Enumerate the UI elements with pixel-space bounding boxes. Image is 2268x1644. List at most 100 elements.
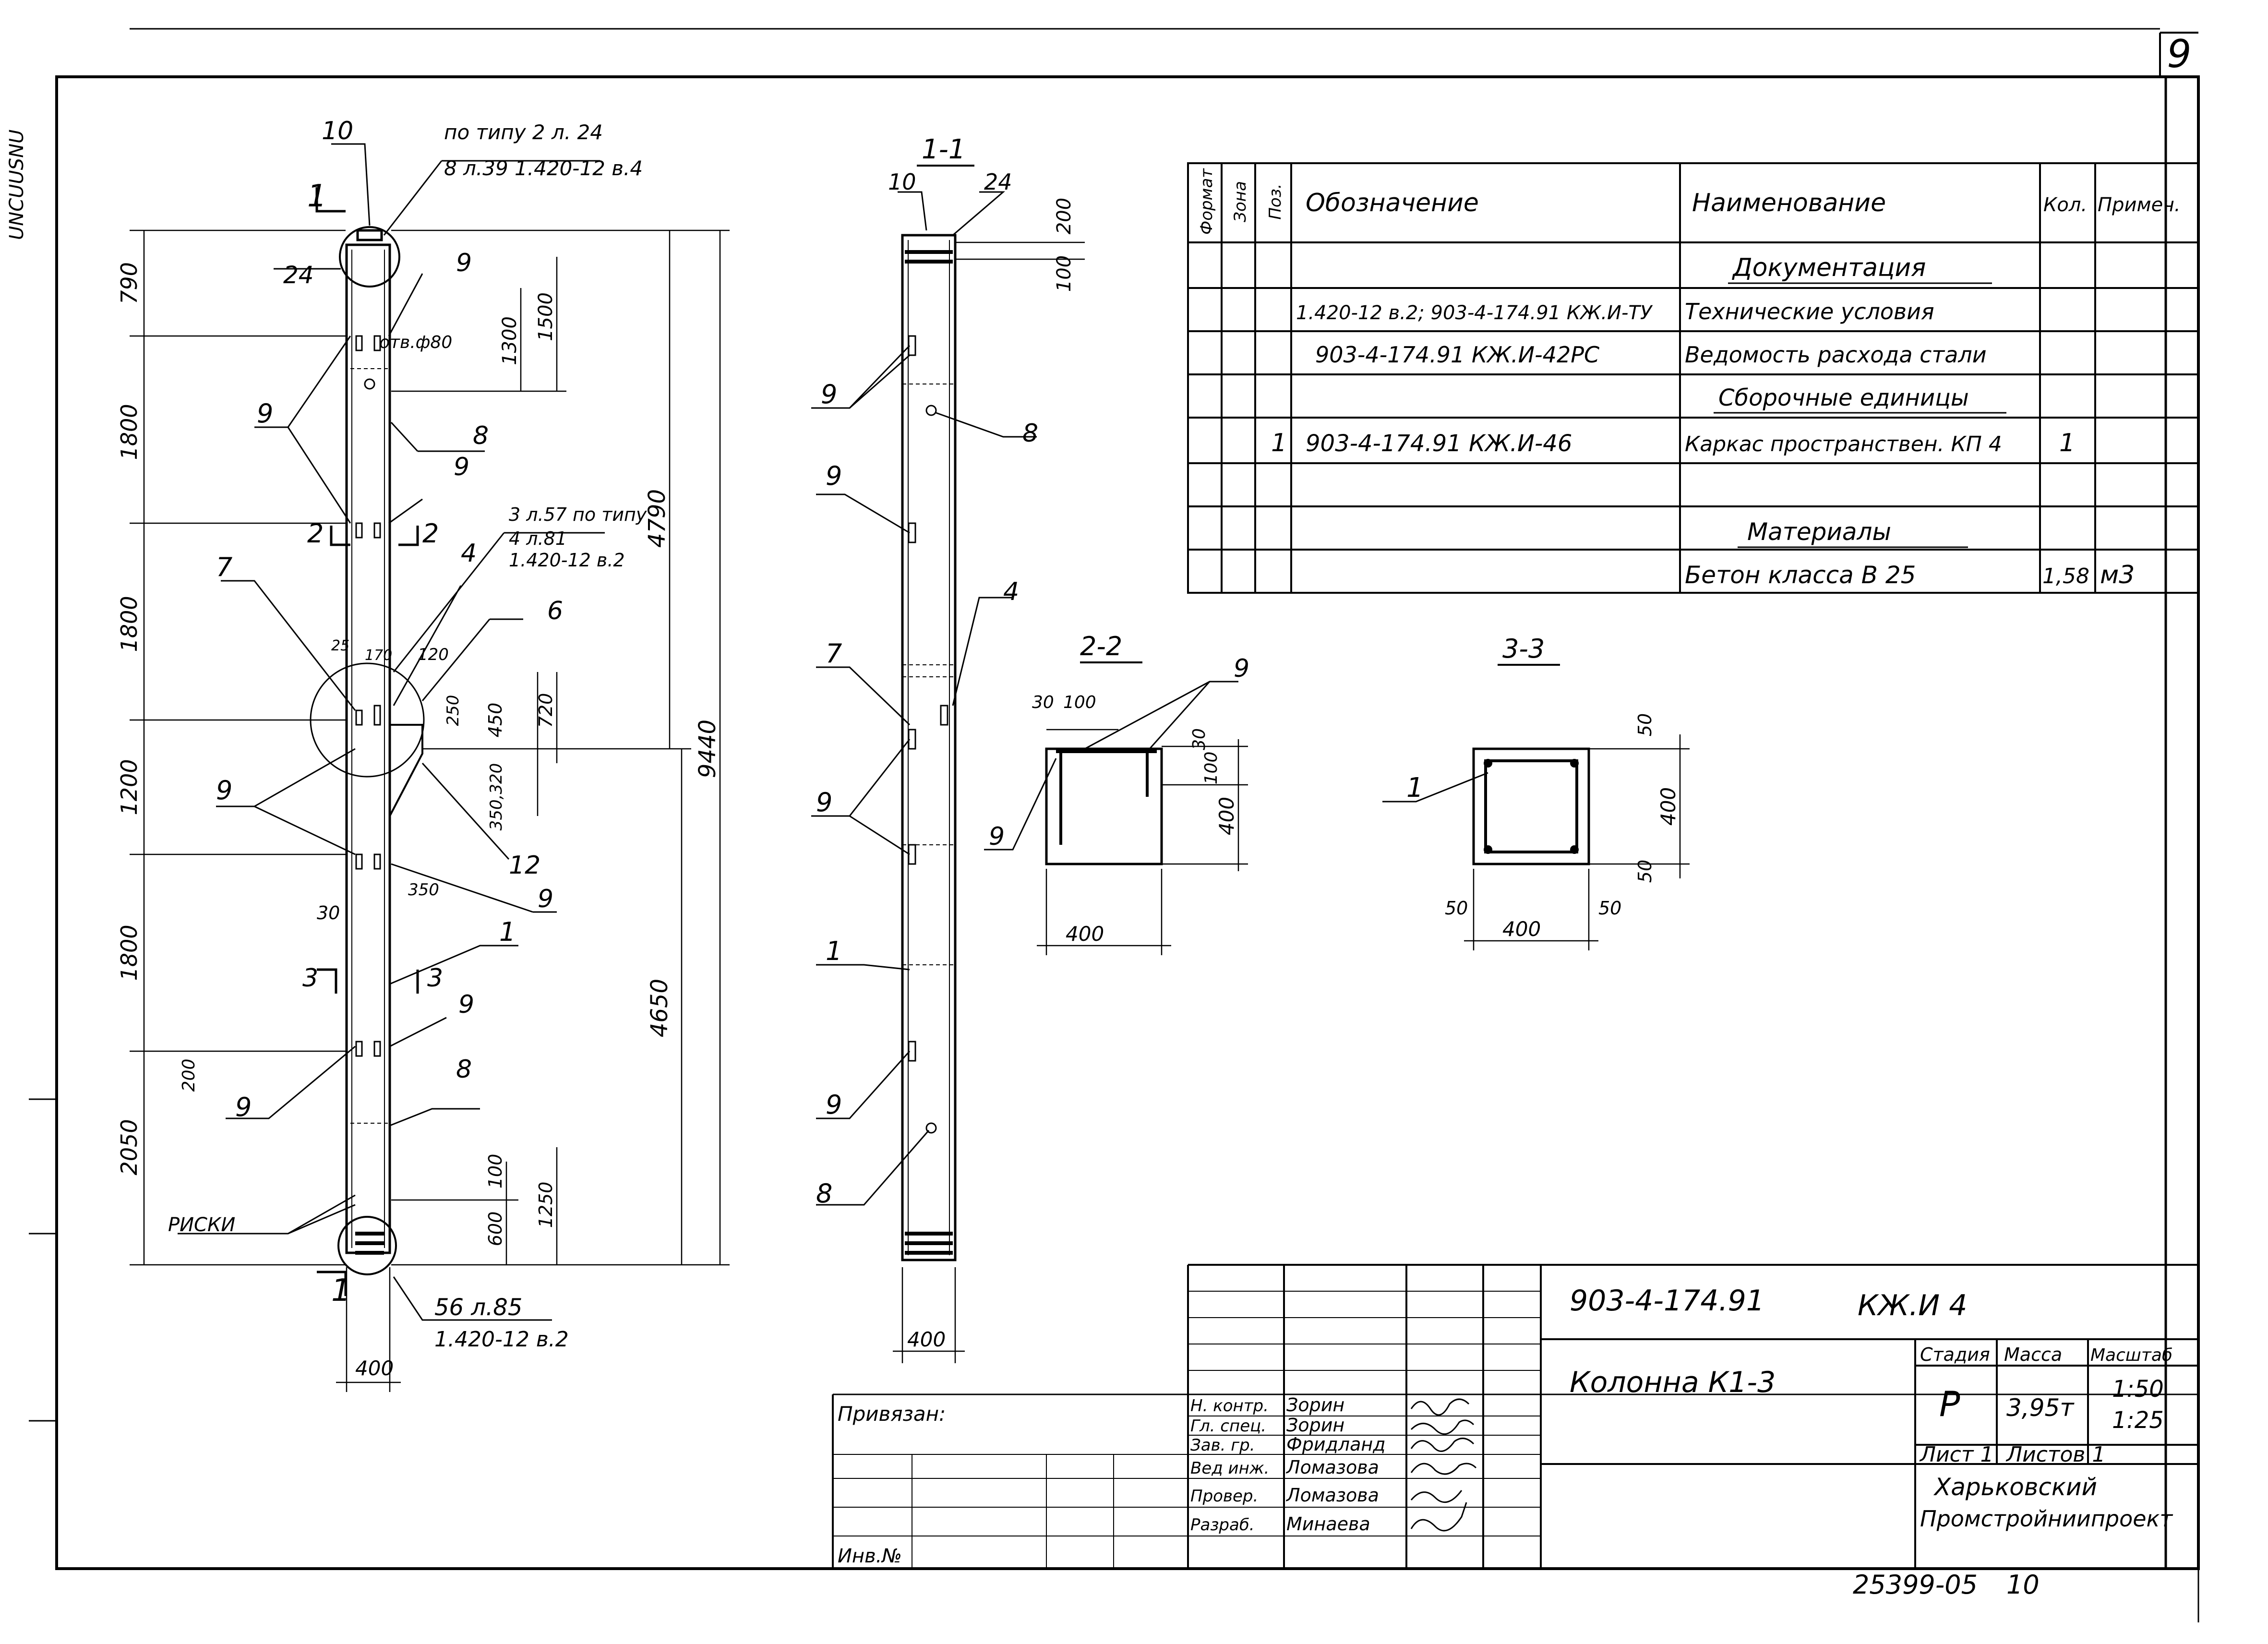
elevation-leaders [178,143,605,1321]
right-dim-chain [391,229,730,1266]
tb-signer-role-3: Вед инж. [1190,1459,1269,1478]
tb-inv: Инв.№ [838,1545,902,1567]
section-3-3-title: 3-3 [1502,634,1545,664]
pos-9-bottom-right: 9 [458,990,474,1019]
sec11-pos-4: 4 [1003,577,1019,606]
pos-8-bottom: 8 [456,1055,472,1084]
section-1-1: 1-1 [811,134,1085,1363]
tb-privyazan: Привязан: [838,1402,946,1426]
pos-9-bottom-left: 9 [235,1092,252,1122]
dim-left-6: 2050 [116,1119,142,1175]
dim-400-bottom: 400 [355,1356,394,1380]
dim-left-2: 1800 [116,404,142,460]
spec-table: Формат Зона Поз. Обозначение Наименовани… [1187,162,2199,594]
spec-row-4-pos: 1 [1271,429,1287,457]
bottom-callout-line1: 56 л.85 [434,1294,522,1321]
spec-header-zone: Зона [1231,181,1250,222]
callout-top-line2: 8 л.39 1.420-12 в.4 [444,156,643,180]
spec-row-4-name: Каркас пространствен. КП 4 [1685,432,2002,456]
bottom-callout-line2: 1.420-12 в.2 [434,1327,569,1352]
dim-9440: 9440 [694,720,721,778]
sec33-dim-400h: 400 [1502,917,1541,941]
spec-header-format: Формат [1197,168,1216,235]
tb-signer-name-1: Зорин [1286,1415,1344,1436]
sec33-dim-50d: 50 [1598,898,1621,919]
pos-9-top: 9 [456,249,472,277]
tb-signer-name-3: Ломазова [1285,1457,1379,1478]
dim-1500: 1500 [535,292,557,341]
dim-1300: 1300 [499,316,521,365]
dim-4650: 4650 [646,979,673,1037]
sec33-dim-400v: 400 [1656,787,1680,826]
archive-page: 10 [2006,1570,2040,1600]
sec33-dim-50b: 50 [1634,860,1656,883]
spec-row-7-note: м3 [2100,561,2135,589]
cut-3-right: 3 [427,964,443,993]
spec-row-2-name: Ведомость расхода стали [1685,342,1987,368]
tb-doc-code: 903-4-174.91 [1570,1284,1764,1318]
dim-30: 30 [317,902,340,924]
title-block: 903-4-174.91 КЖ.И 4 Колонна К1-3 Стадия … [832,1264,2198,1569]
tb-signer-role-2: Зав. гр. [1190,1436,1255,1455]
sec11-pos-9a: 9 [821,379,837,409]
spec-row-2-desig: 903-4-174.91 КЖ.И-42РС [1315,342,1599,368]
tb-signer-name-0: Зорин [1286,1394,1344,1416]
pos-8-top: 8 [473,421,489,450]
tb-signer-name-4: Ломазова [1285,1485,1379,1506]
cut-2-right: 2 [422,518,439,549]
pos-24: 24 [283,261,314,289]
section-1-1-shaft [901,234,957,1261]
spec-row-4-desig: 903-4-174.91 КЖ.И-46 [1306,430,1572,457]
section-2-2-title: 2-2 [1080,631,1122,661]
pos-9-lower: 9 [216,775,232,805]
dim-left-5: 1800 [116,924,142,981]
tb-signer-role-0: Н. контр. [1190,1396,1269,1416]
tb-org-2: Промстройниипроект [1920,1506,2173,1532]
sec11-pos-24: 24 [984,169,1012,195]
dim-4790: 4790 [644,489,671,548]
dim-720: 720 [535,693,556,728]
sec33-dim-50c: 50 [1445,898,1468,919]
dim-left-4: 1200 [116,759,142,815]
dim-left-3: 1800 [116,596,142,652]
note-line1: 3 л.57 по типу [509,504,647,525]
column-shaft [345,243,391,1254]
sec22-pos-9b: 9 [989,822,1005,851]
sec22-dim-400h: 400 [1066,922,1104,946]
sec11-dim-100: 100 [1053,255,1075,292]
pos-12-elev: 12 [509,851,540,880]
spec-row-4-qty: 1 [2059,429,2075,457]
tb-mass-header: Масса [2004,1344,2062,1365]
archive-code: 25399-05 [1853,1570,1978,1600]
section-mark-bottom: 1 [331,1273,351,1308]
sec22-pos-9a: 9 [1234,654,1249,683]
left-dim-chain [130,229,346,1266]
dim-350: 350 [408,880,439,900]
callout-10: 10 [322,117,353,145]
sec33-dim-50a: 50 [1634,713,1656,736]
section-2-2: 2-2 30 100 30 100 400 400 9 [984,631,1249,955]
tb-signer-role-5: Разраб. [1190,1515,1255,1535]
pos-9-mid: 9 [454,453,469,481]
tb-signer-role-4: Провер. [1190,1487,1258,1506]
margin-stamp: UNCUUSNU [6,130,28,240]
sec11-pos-10: 10 [888,169,916,195]
note-line2: 4 л.81 [509,528,567,549]
tb-doc-mark: КЖ.И 4 [1858,1289,1967,1322]
sec11-pos-1: 1 [826,936,842,966]
tb-sheets: Листов 1 [2005,1442,2105,1467]
sec22-dim-30: 30 [1032,693,1054,712]
spec-row-3-name: Сборочные единицы [1718,384,1969,411]
column-corbel [389,724,423,816]
spec-header-pos: Поз. [1266,183,1285,219]
sec11-dim-400: 400 [907,1328,946,1351]
note-line3: 1.420-12 в.2 [509,550,625,571]
spec-row-6-name: Материалы [1747,518,1891,546]
dim-left-1: 790 [116,262,142,304]
tb-org-1: Харьковский [1933,1473,2097,1501]
pos-9-right-lower: 9 [538,885,553,913]
sec11-pos-9d: 9 [826,1090,842,1120]
sec11-pos-9b: 9 [826,461,842,491]
pos-4-elev: 4 [461,539,477,568]
